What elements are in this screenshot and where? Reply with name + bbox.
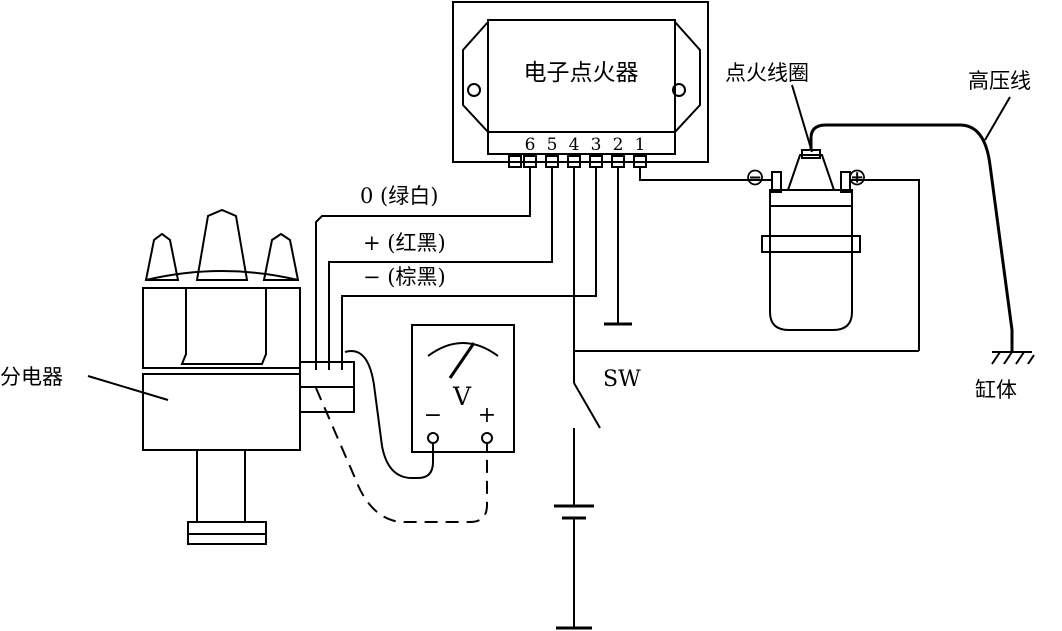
switch-label: SW [603,367,641,392]
pin-label: 2 [613,135,624,155]
voltmeter-negative-terminal[interactable] [427,432,439,444]
wire-label-green-white: 0 (绿白) [360,184,438,208]
igniter-title: 电子点火器 [524,60,639,86]
distributor-label: 分电器 [0,365,63,389]
distributor [142,208,355,545]
voltmeter-needle-icon [448,342,476,379]
voltmeter-scale-arc [427,342,499,357]
coil-label: 点火线圈 [725,61,809,85]
wire-label-red-black: + (红黑) [363,231,446,255]
wire-red-black [328,167,553,370]
hv-wire-leader-line [984,96,1011,141]
voltmeter-plus-label: + [478,403,496,428]
ignition-coil: ⊖ ⊕ [745,149,920,351]
distributor-connector-upper [299,361,355,388]
mount-hole-left-icon [467,83,481,97]
coil-leader-line [791,84,813,153]
pin-label: 4 [569,135,580,155]
wire-green-white [315,167,531,370]
signal-wires [315,167,597,370]
pin-label: 1 [635,135,646,155]
coil-minus-icon: ⊖ [745,163,765,191]
voltmeter[interactable]: V − + [411,324,515,453]
hv-wire-label: 高压线 [968,69,1031,93]
pin-label: 5 [547,135,558,155]
wire-coil-positive [850,179,920,351]
probe-lead-positive [315,387,488,523]
pin-label: 6 [525,135,536,155]
cylinder-ground-icon [991,351,1035,365]
distributor-leader-line [87,375,169,401]
ground-label: 缸体 [975,378,1017,402]
pin-label: 3 [591,135,602,155]
wire-brown-black [341,167,597,370]
voltmeter-symbol: V [452,382,472,411]
coil-plus-icon: ⊕ [847,163,867,191]
voltmeter-positive-terminal[interactable] [481,432,493,444]
mount-hole-right-icon [672,83,686,97]
electronic-igniter: 电子点火器 6 5 4 3 2 1 [452,1,709,168]
wire-label-brown-black: − (棕黑) [363,265,446,289]
high-voltage-wire [809,123,1014,352]
distributor-connector-lower [299,386,355,413]
voltmeter-minus-label: − [424,403,442,428]
switch-blade[interactable] [573,382,601,429]
probe-lead-negative [344,349,434,479]
igniter-pin-labels: 6 5 4 3 2 1 [525,135,646,155]
pin2-ground [604,167,632,326]
wire-pin1-to-coil [639,167,772,181]
power-circuit [554,167,919,630]
